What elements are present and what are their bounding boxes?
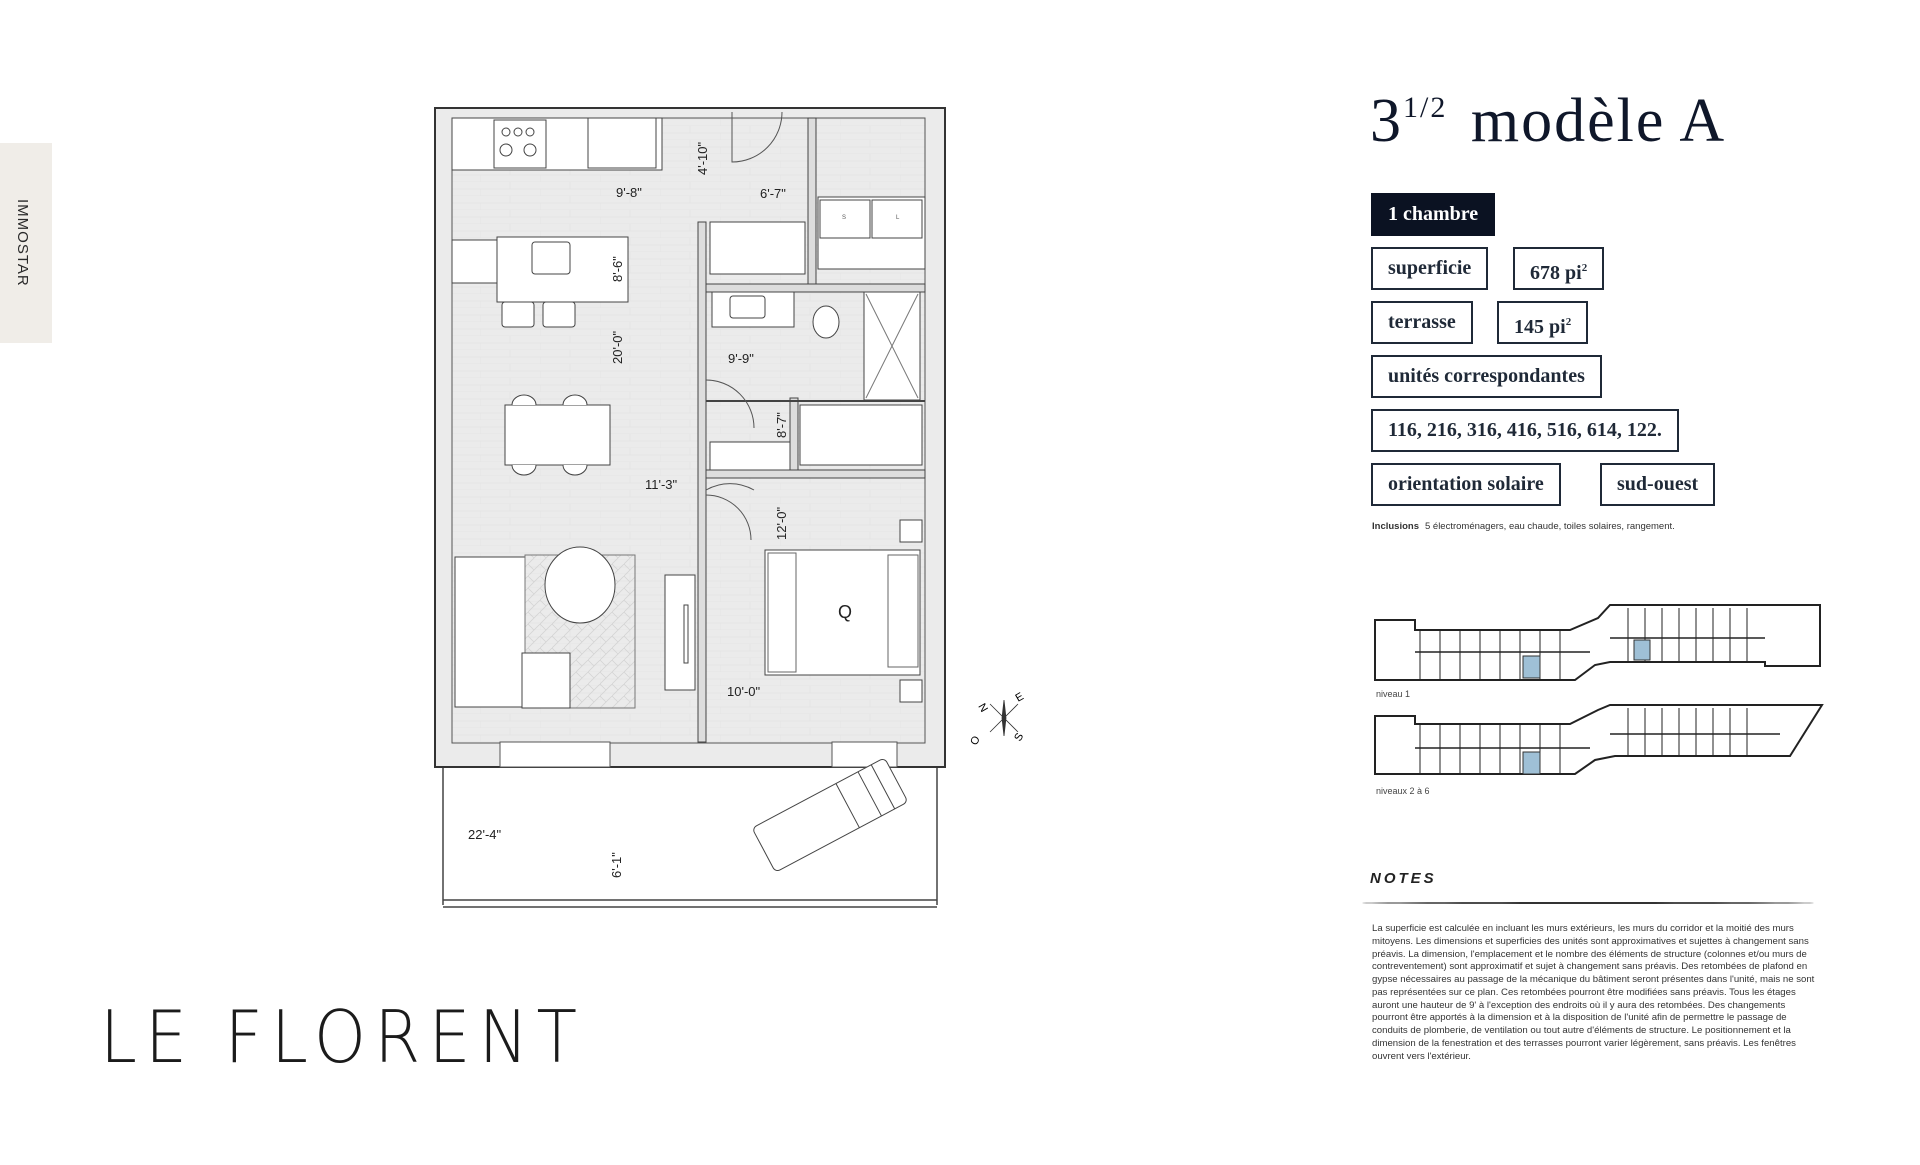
dim-label: 22'-4" bbox=[468, 827, 502, 842]
dryer-label: L bbox=[896, 215, 900, 221]
windows bbox=[499, 741, 898, 768]
area-label: superficie bbox=[1371, 247, 1489, 290]
dim-label: 11'-3" bbox=[645, 477, 678, 492]
tv-stand bbox=[664, 574, 696, 691]
dim-label: 10'-0" bbox=[727, 684, 761, 699]
logo-tab: IMMOSTAR bbox=[0, 143, 52, 343]
terrace bbox=[442, 758, 938, 908]
units-label: unités correspondantes bbox=[1371, 355, 1602, 398]
svg-text:E: E bbox=[1014, 691, 1026, 705]
keyplan-level-1 bbox=[1374, 604, 1821, 681]
lounge-chair bbox=[753, 758, 907, 872]
title-fraction: 1/2 bbox=[1403, 91, 1448, 124]
inclusions-label: Inclusions bbox=[1372, 521, 1419, 532]
sink-icon bbox=[531, 241, 571, 275]
keyplan-level-2-label: niveaux 2 à 6 bbox=[1376, 786, 1430, 796]
notes-heading: NOTES bbox=[1370, 870, 1437, 887]
dim-label: 9'-8" bbox=[616, 185, 642, 200]
units-value: 116, 216, 316, 416, 516, 614, 122. bbox=[1371, 409, 1679, 452]
dimensions: 9'-8" 4'-10" 6'-7" 8'-6" 20'-0" 9'-9" 8'… bbox=[468, 141, 789, 878]
keyplan-level-2-6 bbox=[1374, 704, 1824, 775]
title-number: 3 bbox=[1370, 87, 1403, 155]
kitchen bbox=[451, 117, 663, 328]
svg-text:S: S bbox=[1012, 731, 1026, 743]
bed-size-label: Q bbox=[838, 602, 852, 622]
unit-title: 31/2 modèle A bbox=[1370, 86, 1726, 157]
fridge-icon bbox=[587, 117, 657, 169]
svg-text:O: O bbox=[968, 734, 983, 748]
terrace-value: 145 pi2 bbox=[1497, 301, 1589, 344]
key-plans: niveau 1 niveaux 2 à 6 bbox=[1374, 604, 1824, 796]
notes-text: La superficie est calculée en incluant l… bbox=[1372, 923, 1815, 1062]
svg-text:N: N bbox=[975, 702, 989, 715]
stove-icon bbox=[493, 119, 547, 169]
closets: S L bbox=[709, 196, 926, 471]
living-room bbox=[454, 546, 696, 709]
dining-table bbox=[504, 404, 611, 466]
bathroom bbox=[711, 291, 921, 401]
dim-label: 9'-9" bbox=[728, 351, 754, 366]
sofa bbox=[454, 556, 526, 708]
dim-label: 6'-1" bbox=[609, 852, 624, 878]
dim-label: 20'-0" bbox=[610, 330, 625, 364]
compass-icon: N E S O bbox=[968, 691, 1026, 748]
terrace-label: terrasse bbox=[1371, 301, 1473, 344]
title-model: modèle A bbox=[1470, 87, 1727, 155]
dim-label: 4'-10" bbox=[695, 141, 710, 175]
inclusions-value: 5 électroménagers, eau chaude, toiles so… bbox=[1424, 521, 1675, 532]
dim-label: 12'-0" bbox=[774, 506, 789, 540]
brand-name: LE FLORENT bbox=[100, 995, 586, 1079]
toilet-icon bbox=[812, 305, 840, 339]
notes-divider bbox=[1362, 902, 1814, 904]
dim-label: 8'-6" bbox=[610, 256, 625, 282]
bedroom: Q bbox=[764, 519, 923, 703]
orientation-value: sud-ouest bbox=[1600, 463, 1716, 506]
immostar-logo: IMMOSTAR bbox=[14, 199, 31, 287]
bedrooms-badge: 1 chambre bbox=[1371, 193, 1496, 236]
doors bbox=[705, 111, 783, 541]
area-value: 678 pi2 bbox=[1513, 247, 1605, 290]
orientation-label: orientation solaire bbox=[1371, 463, 1561, 506]
dim-label: 6'-7" bbox=[760, 186, 786, 201]
dim-label: 8'-7" bbox=[774, 412, 789, 438]
keyplan-level-1-label: niveau 1 bbox=[1376, 689, 1410, 699]
washer-label: S bbox=[842, 215, 846, 221]
dining bbox=[504, 394, 611, 476]
inclusions: Inclusions 5 électroménagers, eau chaude,… bbox=[1372, 521, 1675, 532]
